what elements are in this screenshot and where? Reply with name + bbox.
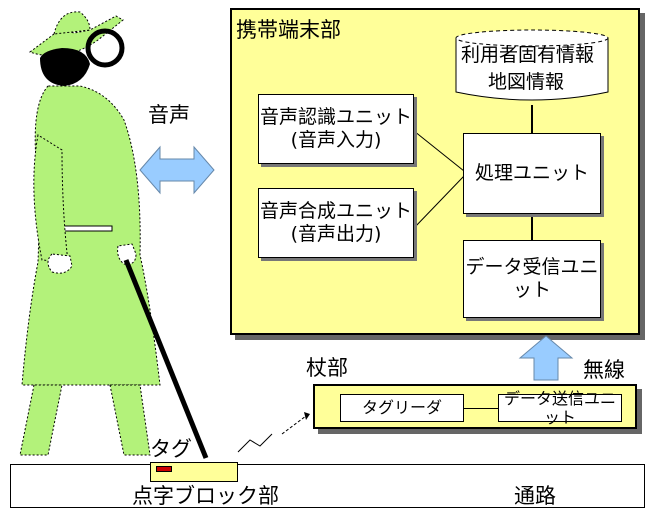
speech-recognition-note: (音声入力): [290, 129, 382, 151]
cane-title: 杖部: [306, 356, 348, 380]
voice-double-arrow-icon: [139, 145, 215, 195]
speech-synthesis-unit: 音声合成ユニット (音声出力): [258, 188, 414, 258]
database-line-2: 地図情報: [488, 71, 565, 93]
processing-unit-label: 処理ユニット: [474, 162, 589, 185]
processing-unit: 処理ユニット: [463, 133, 601, 214]
mobile-terminal-title: 携帯端末部: [236, 18, 341, 42]
tag-marker: [156, 466, 172, 472]
cane-connector-line: [464, 408, 499, 409]
data-receiver-unit: データ受信ユニット: [463, 240, 601, 318]
hat-icon: [28, 11, 124, 57]
speech-synthesis-note: (音声出力): [290, 223, 382, 245]
wireless-label: 無線: [583, 358, 625, 382]
wireless-up-arrow-icon: [518, 335, 574, 381]
tactile-block-highlight: [150, 462, 238, 482]
voice-label: 音声: [148, 103, 190, 127]
road-label: 通路: [514, 484, 556, 508]
database-line-1: 利用者固有情報: [461, 44, 595, 66]
speech-recognition-unit: 音声認識ユニット (音声入力): [258, 94, 414, 164]
tactile-block-label: 点字ブロック部: [132, 484, 279, 508]
tag-reader-unit: タグリーダ: [340, 394, 464, 422]
ground-strip: [10, 464, 645, 508]
speech-synthesis-title: 音声合成ユニット: [259, 200, 412, 223]
data-transmitter-unit: データ送信ユニット: [498, 389, 622, 427]
cane-stick: [123, 259, 209, 459]
data-receiver-unit-label: データ受信ユニット: [465, 256, 599, 301]
data-transmitter-label: データ送信ユニット: [503, 388, 616, 427]
speech-recognition-title: 音声認識ユニット: [259, 106, 412, 129]
tag-reader-label: タグリーダ: [361, 398, 442, 418]
tag-label: タグ: [150, 437, 192, 461]
database-cylinder-icon: [455, 29, 609, 101]
